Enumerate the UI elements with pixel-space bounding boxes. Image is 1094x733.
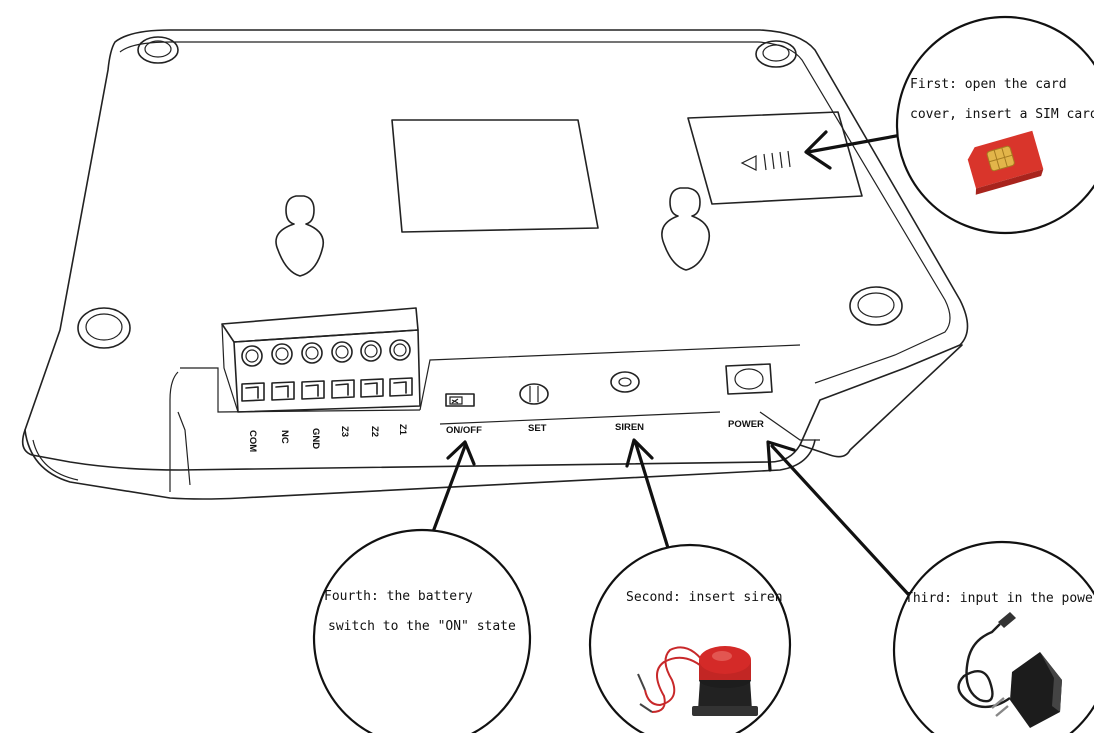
power-jack[interactable] [726,364,772,394]
arrow-to-siren [627,440,668,548]
set-button[interactable] [520,384,548,404]
siren-jack[interactable] [611,372,639,392]
device-body [23,30,968,499]
terminal-screws [242,340,410,366]
terminal-label-gnd: GND [310,428,321,449]
callout-first-line2: cover, insert a SIM card [910,107,1094,122]
terminal-label-com: COM [247,430,258,452]
callout-fourth-line1: Fourth: the battery [324,589,473,604]
callout-fourth: Fourth: the battery switch to the "ON" s… [314,530,530,733]
keyhole-slot-left [276,196,323,276]
terminal-label-nc: NC [279,430,290,444]
terminal-block [222,308,420,412]
arrow-to-power [768,442,908,594]
power-label: POWER [728,419,764,430]
keyhole-slot-right [662,188,709,270]
callout-second: Second: insert siren [590,545,790,733]
battery-cover [392,120,598,232]
screw-boss-right [850,287,902,325]
siren-label: SIREN [615,422,644,433]
callout-fourth-line2: switch to the "ON" state [328,619,516,634]
callout-third-line1: Third: input in the power [905,591,1094,606]
battery-switch[interactable] [446,394,474,406]
callout-second-line1: Second: insert siren [626,590,783,605]
terminal-label-z2: Z2 [369,426,380,437]
callout-first-line1: First: open the card [910,77,1067,92]
arrow-to-switch [430,442,474,540]
callout-first: First: open the card cover, insert a SIM… [897,17,1094,233]
terminal-labels: COM NC GND Z3 Z2 Z1 [247,424,408,452]
set-label: SET [528,423,547,434]
screw-boss-top-left [138,37,178,63]
callout-third: Third: input in the power [894,542,1094,733]
terminal-clamps [242,378,412,401]
screw-boss-top-right [756,41,796,67]
terminal-label-z3: Z3 [339,426,350,437]
on-off-label: ON/OFF [446,425,482,436]
screw-boss-left [78,308,130,348]
sim-card-cover [688,112,862,204]
terminal-label-z1: Z1 [397,424,408,436]
